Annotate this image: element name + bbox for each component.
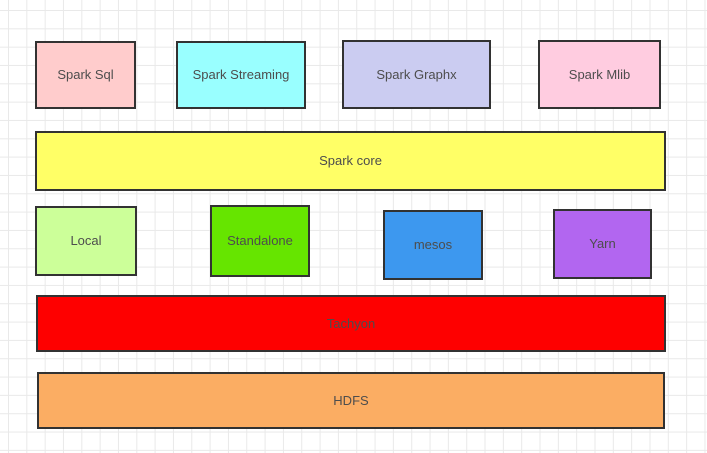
shape-tachyon[interactable]: Tachyon bbox=[36, 295, 666, 352]
shape-hdfs-label: HDFS bbox=[333, 392, 369, 408]
shape-yarn-label: Yarn bbox=[589, 236, 616, 252]
shape-standalone[interactable]: Standalone bbox=[210, 205, 310, 277]
shape-spark-sql-label: Spark Sql bbox=[57, 67, 114, 83]
shape-spark-graphx[interactable]: Spark Graphx bbox=[342, 40, 491, 109]
shape-spark-streaming[interactable]: Spark Streaming bbox=[176, 41, 306, 109]
shape-local[interactable]: Local bbox=[35, 206, 137, 276]
shape-spark-graphx-label: Spark Graphx bbox=[376, 66, 457, 82]
shape-yarn[interactable]: Yarn bbox=[553, 209, 652, 279]
shape-spark-mlib[interactable]: Spark Mlib bbox=[538, 40, 661, 109]
shape-spark-mlib-label: Spark Mlib bbox=[568, 66, 631, 82]
shape-hdfs[interactable]: HDFS bbox=[37, 372, 665, 429]
shape-spark-core-label: Spark core bbox=[319, 153, 382, 169]
shape-mesos-label: mesos bbox=[413, 237, 453, 253]
shape-mesos[interactable]: mesos bbox=[383, 210, 483, 280]
shape-standalone-label: Standalone bbox=[227, 233, 293, 249]
shape-local-label: Local bbox=[70, 233, 102, 249]
shape-tachyon-label: Tachyon bbox=[326, 315, 376, 331]
shape-spark-streaming-label: Spark Streaming bbox=[192, 67, 290, 83]
shape-spark-core[interactable]: Spark core bbox=[35, 131, 666, 191]
shape-spark-sql[interactable]: Spark Sql bbox=[35, 41, 136, 109]
